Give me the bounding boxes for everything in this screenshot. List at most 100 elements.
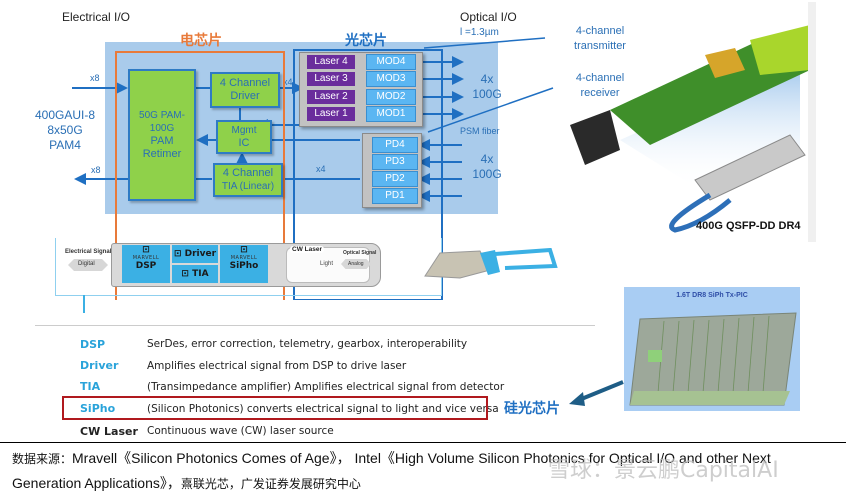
glossary-table: DSP SerDes, error correction, telemetry,… — [80, 333, 600, 442]
sipho-cell: ⊡ MARVELL SiPho — [220, 245, 268, 283]
tx-rate-line: 100G — [472, 87, 502, 101]
transceiver-photo — [424, 248, 558, 279]
strip-connector — [83, 295, 85, 313]
dsp-label: DSP — [135, 261, 157, 271]
marvell-logo-icon: ⊡ — [142, 245, 150, 255]
sipho-highlight-box — [62, 396, 488, 420]
driver-label: Driver — [184, 249, 217, 259]
tia-block: 4 Channel TIA (Linear) — [213, 163, 283, 197]
pic-image: 1.6T DR8 SiPh Tx-PIC — [624, 287, 800, 411]
source-text-1: Mravell《Silicon Photonics Comes of Age》，… — [72, 450, 771, 466]
transmitter-callout-line: transmitter — [574, 40, 626, 52]
transmitter-pointer — [423, 37, 546, 49]
host-interface-line: 400GAUI-8 — [34, 108, 96, 122]
transmitter-callout-line: 4-channel — [575, 25, 625, 37]
mgmt-label-line: IC — [238, 137, 250, 149]
tia-label-line: TIA (Linear) — [221, 181, 275, 192]
wavelength-label: l =1.3µm — [460, 27, 499, 38]
receiver-callout: 4-channel receiver — [560, 71, 640, 101]
tx-rate-line: 4x — [480, 72, 494, 86]
qsfp-product-photo — [560, 0, 810, 240]
psm-fiber-label: PSM fiber — [460, 126, 500, 136]
tx-lane-count: x8 — [90, 73, 100, 83]
driver-lane-count: x4 — [283, 77, 293, 87]
electrical-chip-label: 电芯片 — [180, 33, 222, 49]
digital-label: Digital — [78, 261, 95, 267]
optical-io-label: Optical I/O — [460, 10, 517, 24]
tia-label: TIA — [192, 269, 209, 279]
laser-3: Laser 3 — [307, 72, 355, 86]
glossary-description: (Silicon Photonics) converts electrical … — [147, 402, 499, 415]
glossary-term: DSP — [80, 337, 106, 351]
source-line-2: Generation Applications》，熹联光芯，广发证券发展研究中心 — [12, 473, 361, 493]
rx-rate-label: 4x 100G — [472, 152, 502, 182]
tia-cell: ⊡ TIA — [172, 265, 218, 283]
analog-signal-arrow — [341, 259, 371, 269]
pd-2: PD2 — [372, 171, 418, 187]
pd-1: PD1 — [372, 188, 418, 204]
glossary-row: SiPho (Silicon Photonics) converts elect… — [80, 397, 600, 420]
host-interface-line: PAM4 — [49, 138, 81, 152]
silicon-photonics-chip-label: 硅光芯片 — [504, 401, 560, 417]
pic-chip-illustration — [629, 312, 797, 406]
light-label: Light — [320, 261, 334, 267]
glossary-term: CW Laser — [80, 424, 138, 438]
chip-pointer-arrow — [569, 380, 624, 406]
electrical-chip-box — [115, 51, 285, 300]
product-label: 400G QSFP-DD DR4 — [696, 220, 801, 232]
pd-3: PD3 — [372, 154, 418, 170]
mod-3: MOD3 — [366, 71, 416, 87]
receiver-pointer — [427, 87, 554, 133]
mgmt-ic-block: Mgmt IC — [216, 120, 272, 154]
dsp-cell: ⊡ MARVELL DSP — [122, 245, 170, 283]
driver-cell: ⊡ Driver — [172, 245, 218, 263]
mod-1: MOD1 — [366, 106, 416, 122]
receiver-callout-line: 4-channel — [575, 72, 625, 84]
rx-rate-line: 100G — [472, 167, 502, 181]
optical-chip-box — [293, 49, 443, 300]
sipho-label: SiPho — [229, 261, 259, 271]
driver-block: 4 Channel Driver — [210, 72, 280, 108]
driver-label-line: 4 Channel — [219, 77, 271, 89]
glossary-divider — [35, 325, 595, 326]
retimer-label-line: PAM — [150, 135, 174, 147]
glossary-description: (Transimpedance amplifier) Amplifies ele… — [147, 380, 505, 393]
laser-2: Laser 2 — [307, 90, 355, 104]
glossary-term: Driver — [80, 359, 119, 372]
mgmt-label-line: Mgmt — [231, 125, 257, 136]
glossary-description: Amplifies electrical signal from DSP to … — [147, 359, 407, 372]
glossary-row: DSP SerDes, error correction, telemetry,… — [80, 333, 600, 355]
mod-4: MOD4 — [366, 54, 416, 70]
mod-2: MOD2 — [366, 89, 416, 105]
source-text-2: Generation Applications》， — [12, 475, 181, 491]
source-prefix: 数据来源： — [12, 452, 73, 466]
pd-4: PD4 — [372, 137, 418, 153]
host-interface-line: 8x50G — [47, 123, 83, 137]
digital-signal-arrow — [68, 259, 108, 271]
marvell-logo-icon: ⊡ — [240, 245, 248, 255]
laser-4: Laser 4 — [307, 55, 355, 69]
glossary-row: Driver Amplifies electrical signal from … — [80, 355, 600, 376]
rx-lane-count: x8 — [91, 165, 101, 175]
watermark: 雪球：景云鹏CapitalAI — [548, 458, 779, 483]
rx-rate-line: 4x — [480, 152, 494, 166]
glossary-row: TIA (Transimpedance amplifier) Amplifies… — [80, 376, 600, 397]
analog-label: Analog — [348, 261, 364, 267]
tia-label-line: 4 Channel — [222, 167, 274, 179]
photo-right-edge — [808, 2, 816, 242]
optical-chip-label: 光芯片 — [345, 33, 387, 49]
qsfp-photo-illustration — [570, 25, 810, 233]
host-interface-label: 400GAUI-8 8x50G PAM4 — [30, 108, 100, 153]
source-text-2-cjk: 熹联光芯，广发证券发展研究中心 — [180, 477, 361, 491]
retimer-label-line: Retimer — [142, 148, 182, 160]
marvell-logo-icon: ⊡ — [181, 269, 193, 279]
electrical-signal-label: Electrical Signal — [65, 249, 112, 255]
glossary-term: TIA — [80, 380, 101, 393]
glossary-row: CW Laser Continuous wave (CW) laser sour… — [80, 420, 600, 442]
footer-divider — [0, 442, 846, 443]
tx-rate-label: 4x 100G — [472, 72, 502, 102]
glossary-term: SiPho — [80, 402, 116, 415]
cw-laser-label: CW Laser — [290, 246, 324, 253]
sipho-brand: MARVELL — [230, 255, 258, 261]
source-line-1: 数据来源：Mravell《Silicon Photonics Comes of … — [12, 448, 771, 468]
